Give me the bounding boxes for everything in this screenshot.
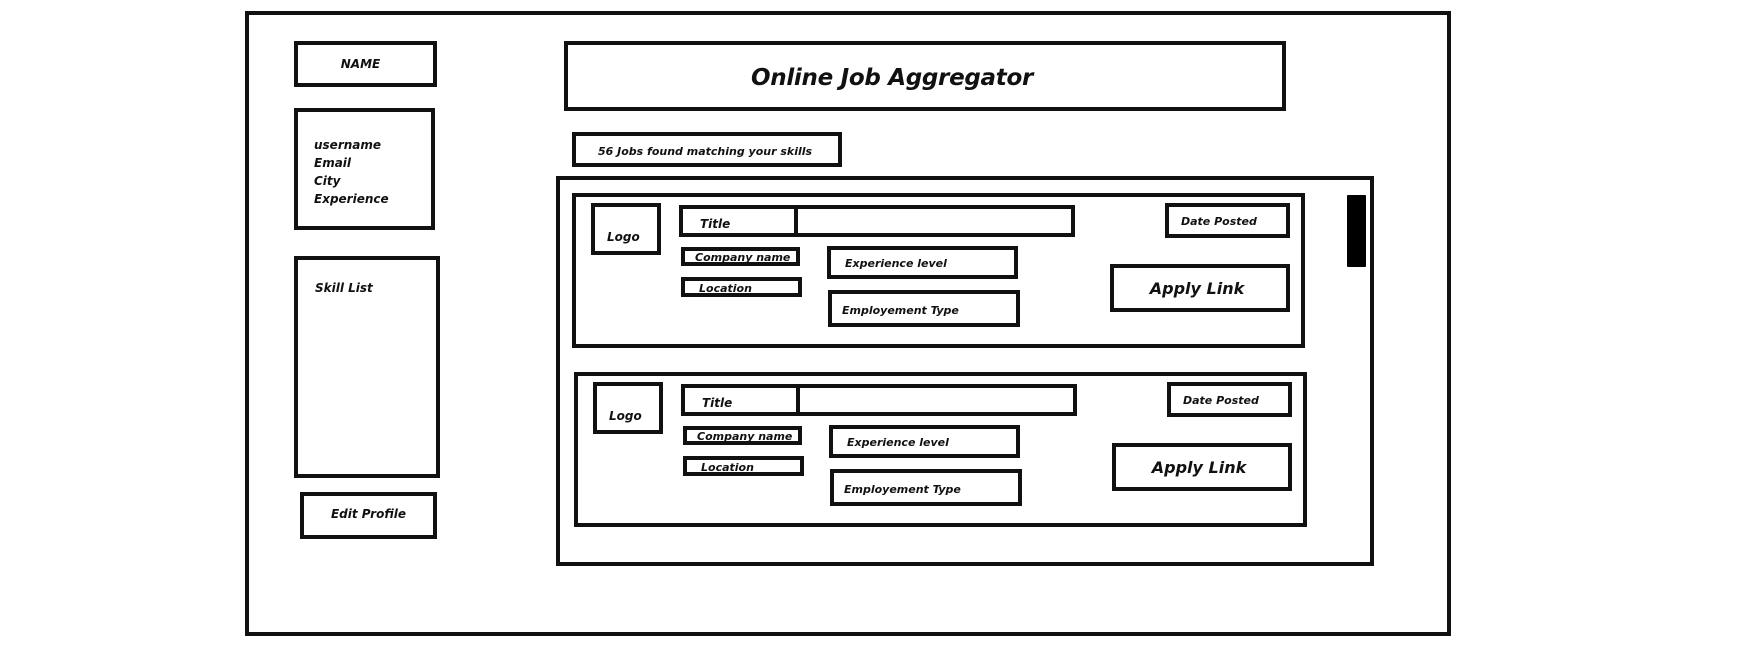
job-title-field[interactable]: Title	[679, 205, 1075, 237]
profile-city-label: City	[314, 174, 341, 188]
app-frame	[245, 11, 1451, 636]
employment-type-label: Employement Type	[842, 304, 959, 317]
apply-link-button[interactable]: Apply Link	[1110, 264, 1290, 312]
experience-level-field: Experience level	[827, 246, 1018, 279]
location-field: Location	[681, 277, 802, 297]
date-posted-field: Date Posted	[1167, 382, 1292, 417]
apply-link-button[interactable]: Apply Link	[1112, 443, 1292, 491]
job-title-field[interactable]: Title	[681, 384, 1077, 416]
page-title: Online Job Aggregator	[751, 65, 1033, 91]
date-posted-label: Date Posted	[1181, 215, 1257, 228]
job-card[interactable]: Logo Title Company name Location Experie…	[572, 193, 1305, 348]
job-title-label-cell	[685, 388, 800, 412]
date-posted-label: Date Posted	[1183, 394, 1259, 407]
apply-link-label: Apply Link	[1151, 457, 1247, 477]
company-name-field: Company name	[683, 426, 802, 445]
experience-level-label: Experience level	[845, 257, 947, 270]
logo-label: Logo	[607, 230, 640, 244]
profile-info-box: username Email City Experience	[294, 108, 435, 230]
date-posted-field: Date Posted	[1165, 203, 1290, 238]
job-title-label-cell	[683, 209, 798, 233]
edit-profile-button[interactable]: Edit Profile	[300, 492, 437, 539]
logo-label: Logo	[609, 409, 642, 423]
location-field: Location	[683, 456, 804, 476]
job-title-label: Title	[702, 396, 733, 410]
experience-level-field: Experience level	[829, 425, 1020, 458]
jobs-count-box: 56 Jobs found matching your skills	[572, 132, 842, 167]
employment-type-label: Employement Type	[844, 483, 961, 496]
employment-type-field: Employement Type	[830, 469, 1022, 506]
profile-name-box: NAME	[294, 41, 437, 87]
company-name-field: Company name	[681, 247, 800, 266]
employment-type-field: Employement Type	[828, 290, 1020, 327]
location-label: Location	[699, 282, 752, 295]
job-card[interactable]: Logo Title Company name Location Experie…	[574, 372, 1307, 527]
scrollbar-thumb[interactable]	[1347, 195, 1366, 267]
company-name-label: Company name	[695, 251, 791, 264]
profile-experience-label: Experience	[314, 192, 389, 206]
job-title-label: Title	[700, 217, 731, 231]
company-logo: Logo	[591, 203, 661, 255]
location-label: Location	[701, 461, 754, 474]
profile-username-label: username	[314, 138, 382, 152]
company-logo: Logo	[593, 382, 663, 434]
jobs-count-label: 56 Jobs found matching your skills	[598, 145, 813, 158]
profile-info-list: username Email City Experience	[314, 136, 389, 208]
company-name-label: Company name	[697, 430, 793, 443]
skill-list-label: Skill List	[315, 281, 373, 295]
experience-level-label: Experience level	[847, 436, 949, 449]
page-header: Online Job Aggregator	[564, 41, 1286, 111]
apply-link-label: Apply Link	[1149, 278, 1245, 298]
edit-profile-label: Edit Profile	[330, 507, 407, 521]
profile-name-label: NAME	[340, 57, 381, 71]
profile-email-label: Email	[314, 156, 352, 170]
skill-list-box: Skill List	[294, 256, 440, 478]
